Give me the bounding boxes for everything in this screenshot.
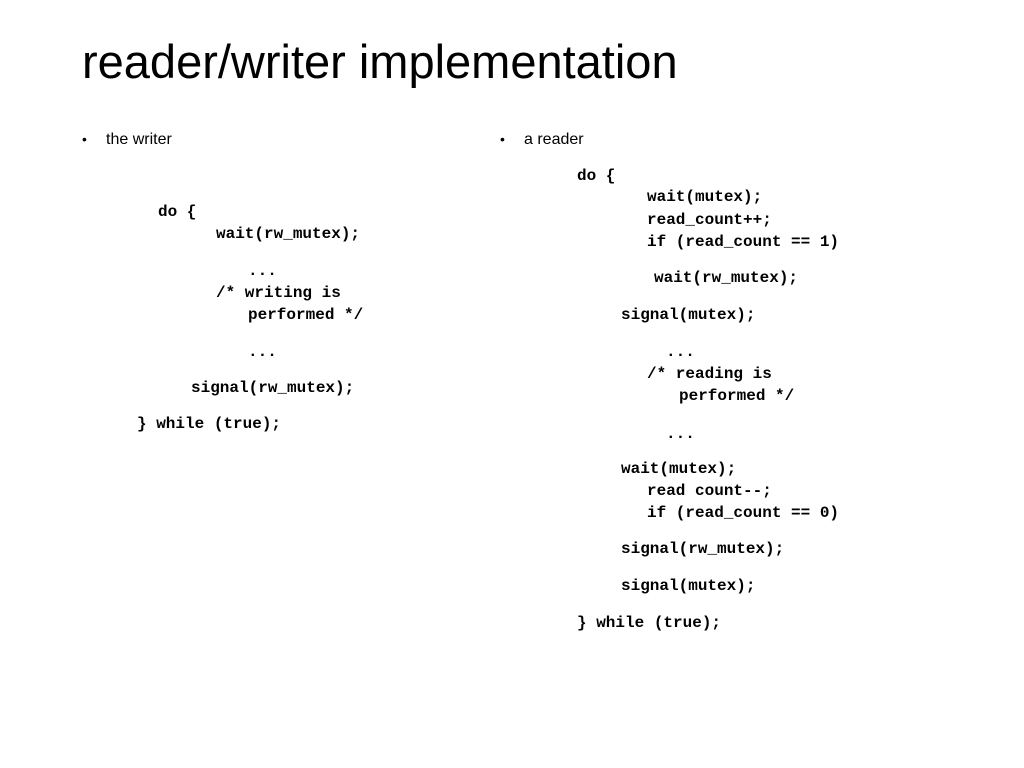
writer-bullet-label: the writer xyxy=(106,131,172,148)
reader-code-line: } while (true); xyxy=(577,614,722,632)
writer-code-line: } while (true); xyxy=(137,415,282,433)
reader-code-line: performed */ xyxy=(679,387,795,405)
bullet-dot-icon: • xyxy=(500,131,505,147)
slide-title: reader/writer implementation xyxy=(82,35,678,88)
reader-bullet-label: a reader xyxy=(524,131,584,148)
reader-bullet: • a reader xyxy=(500,128,920,151)
writer-code-line: wait(rw_mutex); xyxy=(216,225,361,243)
reader-code-line: wait(rw_mutex); xyxy=(654,269,799,287)
bullet-dot-icon: • xyxy=(82,131,87,147)
reader-code-line: /* reading is xyxy=(647,365,772,383)
reader-code-line: read_count++; xyxy=(647,211,772,229)
reader-code-line: read count--; xyxy=(647,482,772,500)
writer-bullet: • the writer xyxy=(82,128,482,151)
writer-code-line: ... xyxy=(248,343,277,361)
reader-code-line: wait(mutex); xyxy=(647,188,763,206)
writer-code-line: signal(rw_mutex); xyxy=(191,379,355,397)
reader-code-line: signal(rw_mutex); xyxy=(621,540,785,558)
writer-code-line: do { xyxy=(158,203,197,221)
reader-code-line: wait(mutex); xyxy=(621,460,737,478)
reader-code-line: signal(mutex); xyxy=(621,577,756,595)
writer-code-line: ... xyxy=(248,262,277,280)
reader-code-line: ... xyxy=(666,425,695,443)
reader-code-line: ... xyxy=(666,343,695,361)
reader-code-line: if (read_count == 1) xyxy=(647,233,840,251)
reader-code-line: if (read_count == 0) xyxy=(647,504,840,522)
writer-code-line: performed */ xyxy=(248,306,364,324)
reader-code-line: do { xyxy=(577,167,616,185)
reader-code-line: signal(mutex); xyxy=(621,306,756,324)
writer-code-line: /* writing is xyxy=(216,284,341,302)
reader-column: • a reader xyxy=(500,128,920,151)
writer-column: • the writer xyxy=(82,128,482,151)
